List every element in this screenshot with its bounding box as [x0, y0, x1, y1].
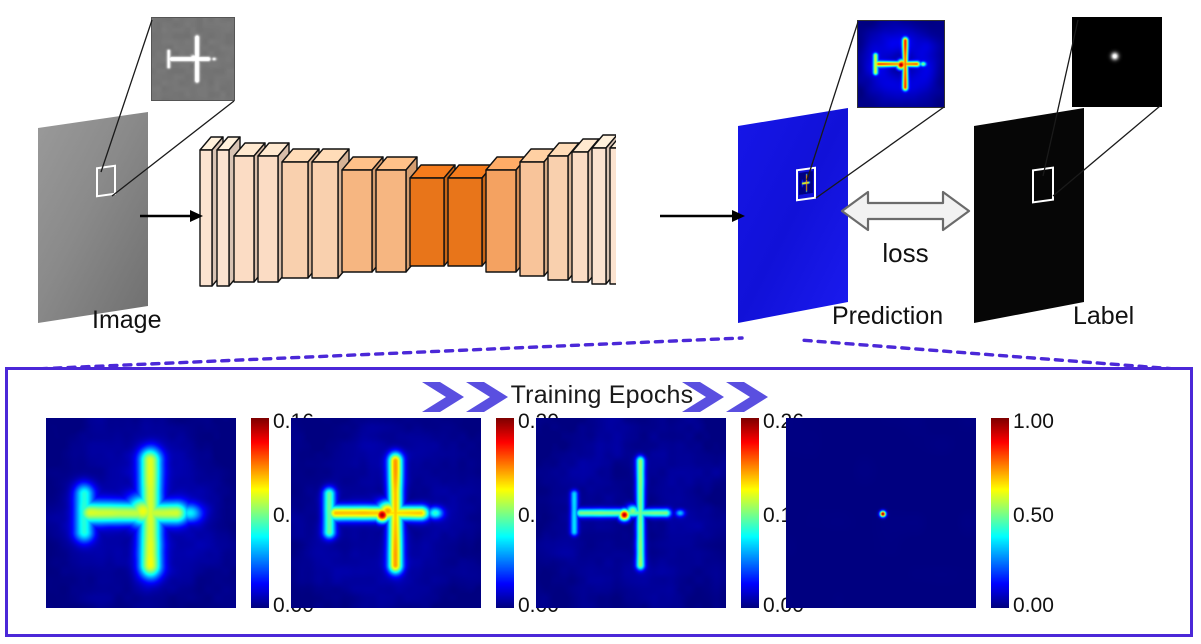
- epoch-cell-1: 0.16 0.08 0.00: [46, 410, 314, 630]
- epoch-heatmap-1: [46, 418, 236, 608]
- label-point-target-inset: [1072, 17, 1162, 107]
- label-panel-label: Label: [1073, 302, 1135, 330]
- loss-comparison: loss: [838, 186, 973, 272]
- epoch-title: Training Epochs: [510, 381, 694, 409]
- epoch-heatmap-3: [536, 418, 726, 608]
- image-panel-label: Image: [92, 306, 162, 334]
- colorbar-4-tick-mid: 0.50: [1013, 504, 1054, 527]
- epoch-cell-2: 0.20 0.10 0.00: [291, 410, 559, 630]
- bidirectional-loss-arrow: [840, 190, 971, 232]
- network-pipeline-diagram: Image Prediction Label: [36, 17, 1162, 334]
- input-image-plane: [36, 110, 186, 325]
- input-roi-box: [96, 164, 116, 198]
- encoder-decoder-network: [196, 132, 636, 304]
- prediction-roi-thumb: [799, 171, 813, 195]
- epoch-cell-3: 0.26 0.12 0.00: [536, 410, 804, 630]
- label-plane: [972, 104, 1122, 326]
- colorbar-4-tick-min: 0.00: [1013, 594, 1054, 617]
- prediction-jet-heatmap-inset: [857, 20, 945, 108]
- epoch-colorbar-3: 0.26 0.12 0.00: [741, 410, 804, 617]
- chevron-right-icon-left-pair: [422, 382, 508, 412]
- epoch-heatmap-4: [786, 418, 976, 608]
- training-epochs-panel: Training Epochs 0.16 0.08 0.00 0.20 0.10…: [5, 367, 1193, 637]
- epoch-colorbar-1: 0.16 0.08 0.00: [251, 410, 314, 617]
- label-roi-box: [1032, 166, 1054, 204]
- epoch-header: Training Epochs: [8, 375, 1196, 415]
- prediction-panel-label: Prediction: [832, 302, 944, 330]
- chevron-right-icon-right-pair: [682, 382, 768, 412]
- epoch-colorbar-4: 1.00 0.50 0.00: [991, 410, 1054, 617]
- loss-label: loss: [882, 238, 929, 268]
- epoch-cell-4: 1.00 0.50 0.00: [786, 410, 1054, 630]
- colorbar-4-tick-max: 1.00: [1013, 410, 1054, 433]
- aircraft-grayscale-inset: [151, 17, 235, 101]
- epoch-colorbar-2: 0.20 0.10 0.00: [496, 410, 559, 617]
- epoch-heatmap-2: [291, 418, 481, 608]
